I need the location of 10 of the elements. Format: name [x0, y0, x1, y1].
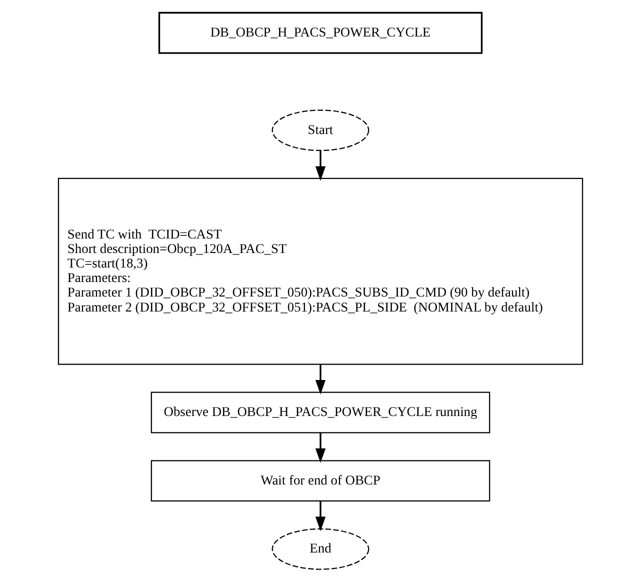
arrow — [314, 432, 326, 463]
arrow — [314, 501, 326, 532]
node-box: Wait for end of OBCP — [150, 460, 490, 502]
node-box: Send TC with TCID=CAST Short description=Obcp_120A_PAC_ST TC=start(18,3) Parameters: Parameter 1 (DID_OBCP_32_OFFSET_050):PACS_SUBS_ID_CMD (90 by default) Parameter 2 (DID_OBCP_32_OFFSET_051):PACS_PL_SIDE (NOMINAL by default) — [57, 178, 583, 365]
node-ellipse: Start — [271, 110, 369, 152]
arrow — [314, 150, 326, 181]
node-ellipse: End — [271, 528, 369, 570]
node-box: DB_OBCP_H_PACS_POWER_CYCLE — [158, 12, 482, 54]
arrow — [314, 364, 326, 395]
node-box: Observe DB_OBCP_H_PACS_POWER_CYCLE running — [150, 392, 490, 434]
